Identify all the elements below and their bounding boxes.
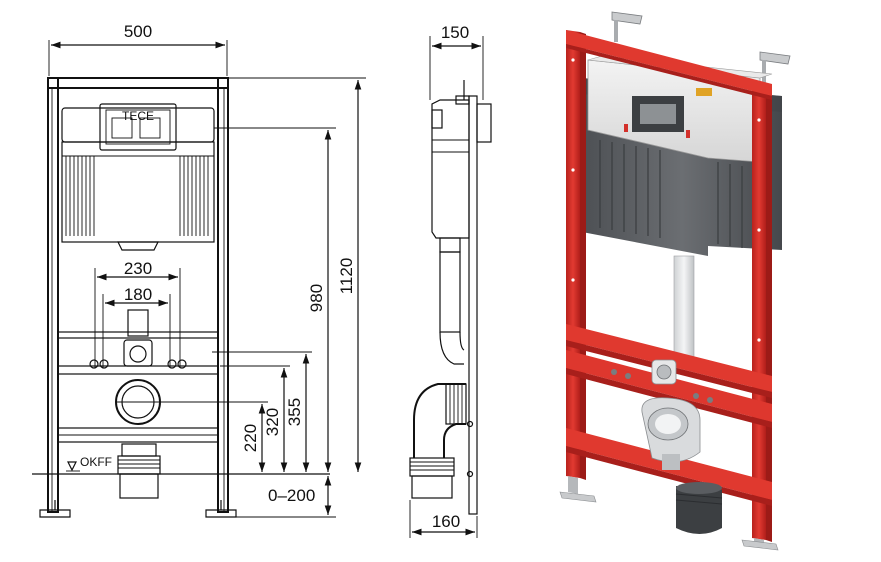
dimension-230-label: 230 bbox=[124, 259, 152, 278]
wall-bracket-left bbox=[611, 11, 643, 42]
dimension-180-label: 180 bbox=[124, 285, 152, 304]
side-view: 150 160 bbox=[409, 23, 492, 538]
depth-bottom-dimension-label: 160 bbox=[432, 512, 460, 531]
depth-top-dimension-label: 150 bbox=[441, 23, 469, 42]
front-view: 500 TECE bbox=[32, 22, 366, 518]
flush-connector-render bbox=[651, 359, 677, 385]
dimension-355-label: 355 bbox=[285, 398, 304, 426]
dimension-980-label: 980 bbox=[307, 284, 326, 312]
product-render bbox=[559, 11, 791, 551]
flush-pipe-front bbox=[89, 309, 187, 369]
dimension-1120-label: 1120 bbox=[337, 258, 356, 295]
cistern-front: TECE bbox=[61, 103, 215, 251]
width-dimension-label: 500 bbox=[124, 22, 152, 41]
frame-feet-render bbox=[559, 476, 779, 551]
front-frame bbox=[39, 77, 237, 518]
drain-connector-render bbox=[641, 397, 723, 534]
floor-level-label: OKFF bbox=[80, 455, 112, 469]
dimension-320-label: 320 bbox=[263, 408, 282, 436]
red-frame-render bbox=[566, 30, 772, 542]
drain-connector-front bbox=[115, 379, 161, 499]
dimension-220-label: 220 bbox=[241, 424, 260, 452]
flush-pipe-render bbox=[673, 255, 695, 363]
brand-label: TECE bbox=[122, 109, 154, 123]
dimension-floor-range-label: 0–200 bbox=[268, 486, 315, 505]
